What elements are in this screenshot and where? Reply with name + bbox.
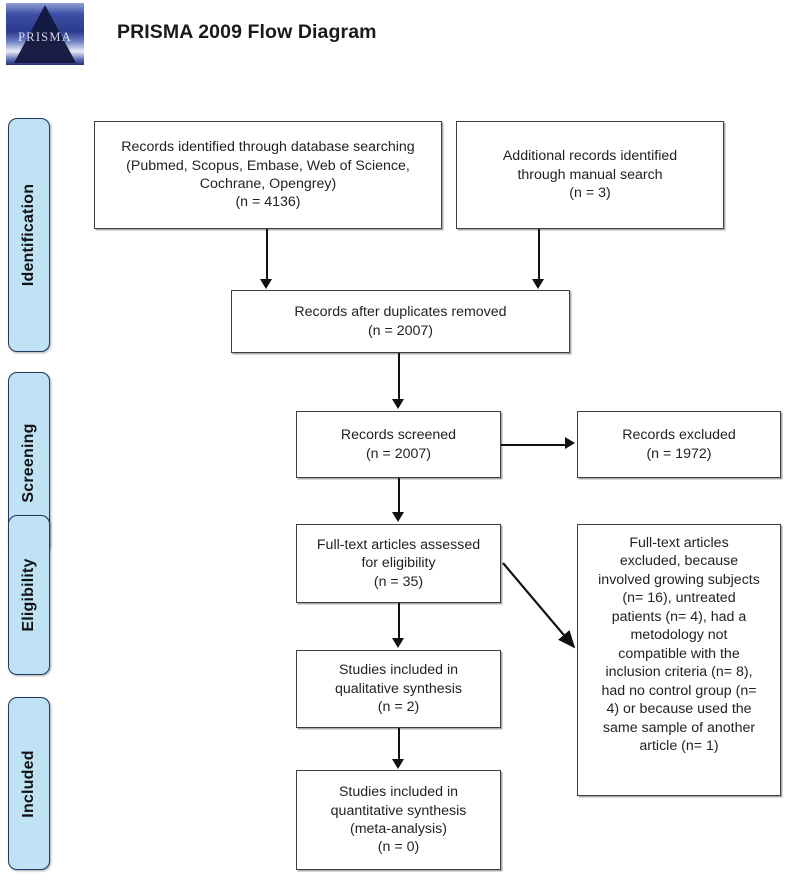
logo-wordmark: PRISMA: [18, 30, 72, 44]
assessed-line-3: (n = 35): [373, 573, 424, 590]
manual-line-3: (n = 3): [569, 185, 611, 202]
phase-label-identification: Identification: [20, 183, 37, 287]
arrowhead-database-to-duplicates: [260, 279, 272, 289]
fte-line-5: patients (n= 4), had a: [611, 608, 747, 625]
fte-line-12: article (n= 1): [639, 737, 719, 754]
box-fulltext-assessed-text: Full-text articles assessed for eligibil…: [304, 536, 493, 591]
arrowhead-fulltext-to-qualitative: [392, 638, 404, 648]
connector-database-to-duplicates: [266, 229, 268, 281]
qual-line-2: qualitative synthesis: [335, 680, 462, 697]
fte-line-11: same sample of another: [602, 719, 756, 736]
page-title: PRISMA 2009 Flow Diagram: [117, 21, 377, 43]
fte-line-8: inclusion criteria (n= 8),: [605, 664, 753, 681]
box-records-after-duplicates-text: Records after duplicates removed (n = 20…: [239, 303, 562, 340]
phase-tab-identification: Identification: [8, 118, 50, 352]
quant-line-4: (n = 0): [377, 839, 420, 856]
assessed-line-1: Full-text articles assessed: [316, 536, 481, 553]
excluded-line-2: (n = 1972): [646, 445, 712, 462]
quant-line-3: (meta-analysis): [350, 821, 447, 837]
phase-label-eligibility: Eligibility: [20, 558, 37, 632]
db-line-3: Cochrane, Opengrey): [199, 176, 337, 192]
assessed-line-2: for eligibility: [361, 555, 436, 572]
fte-line-6: metodology not: [630, 627, 728, 644]
box-records-identified-database-text: Records identified through database sear…: [102, 138, 434, 212]
fte-line-3: involved growing subjects: [598, 571, 760, 588]
box-quantitative-synthesis-text: Studies included in quantitative synthes…: [304, 783, 493, 857]
connector-fulltext-to-excluded-line: [502, 562, 576, 649]
connector-screened-to-fulltext: [398, 478, 400, 514]
box-records-excluded: Records excluded (n = 1972): [577, 411, 781, 478]
fte-line-7: compatible with the: [618, 645, 740, 662]
excluded-line-1: Records excluded: [622, 427, 736, 444]
box-fulltext-excluded: Full-text articles excluded, because inv…: [577, 524, 781, 796]
box-quantitative-synthesis: Studies included in quantitative synthes…: [296, 770, 501, 870]
arrowhead-screened-to-excluded: [565, 437, 575, 449]
connector-duplicates-to-screened: [398, 353, 400, 401]
prisma-logo-icon: PRISMA: [6, 3, 84, 65]
box-qualitative-synthesis-text: Studies included in qualitative synthesi…: [304, 661, 493, 716]
db-line-1: Records identified through database sear…: [121, 139, 415, 156]
manual-line-1: Additional records identified: [502, 148, 678, 165]
fte-line-10: 4) or because used the: [606, 701, 752, 718]
quant-line-1: Studies included in: [338, 784, 459, 801]
box-fulltext-assessed: Full-text articles assessed for eligibil…: [296, 524, 501, 603]
connector-fulltext-to-qualitative: [398, 603, 400, 640]
fte-line-4: (n= 16), untreated: [622, 590, 736, 607]
manual-line-2: through manual search: [517, 166, 663, 183]
phase-label-screening: Screening: [20, 423, 37, 503]
db-line-2: (Pubmed, Scopus, Embase, Web of Science,: [126, 157, 410, 174]
screened-line-1: Records screened: [340, 427, 457, 444]
box-fulltext-excluded-text: Full-text articles excluded, because inv…: [585, 534, 773, 755]
fte-line-1: Full-text articles: [629, 535, 729, 551]
qual-line-1: Studies included in: [338, 662, 459, 679]
box-records-excluded-text: Records excluded (n = 1972): [585, 426, 773, 463]
phase-label-included: Included: [20, 749, 37, 818]
dup-line-2: (n = 2007): [367, 322, 434, 339]
box-records-identified-database: Records identified through database sear…: [94, 121, 442, 229]
connector-screened-to-excluded: [501, 444, 567, 446]
connector-qualitative-to-quantitative: [398, 728, 400, 761]
fte-line-2: excluded, because: [619, 553, 739, 570]
qual-line-3: (n = 2): [377, 699, 420, 716]
arrowhead-qualitative-to-quantitative: [392, 759, 404, 769]
arrowhead-screened-to-fulltext: [392, 512, 404, 522]
box-additional-records-manual-text: Additional records identified through ma…: [464, 147, 716, 202]
fte-line-9: had no control group (n=: [601, 682, 757, 699]
prism-triangle-icon: [14, 5, 76, 63]
quant-line-2: quantitative synthesis: [330, 802, 467, 819]
phase-tab-included: Included: [8, 697, 50, 870]
box-records-screened-text: Records screened (n = 2007): [304, 426, 493, 463]
screened-line-2: (n = 2007): [365, 445, 432, 462]
arrowhead-manual-to-duplicates: [532, 279, 544, 289]
db-line-4: (n = 4136): [235, 194, 301, 211]
box-additional-records-manual: Additional records identified through ma…: [456, 121, 724, 229]
box-records-screened: Records screened (n = 2007): [296, 411, 501, 478]
box-records-after-duplicates: Records after duplicates removed (n = 20…: [231, 290, 570, 353]
box-qualitative-synthesis: Studies included in qualitative synthesi…: [296, 650, 501, 728]
connector-manual-to-duplicates: [538, 229, 540, 281]
dup-line-1: Records after duplicates removed: [294, 304, 507, 321]
phase-tab-eligibility: Eligibility: [8, 515, 50, 675]
arrowhead-duplicates-to-screened: [392, 399, 404, 409]
